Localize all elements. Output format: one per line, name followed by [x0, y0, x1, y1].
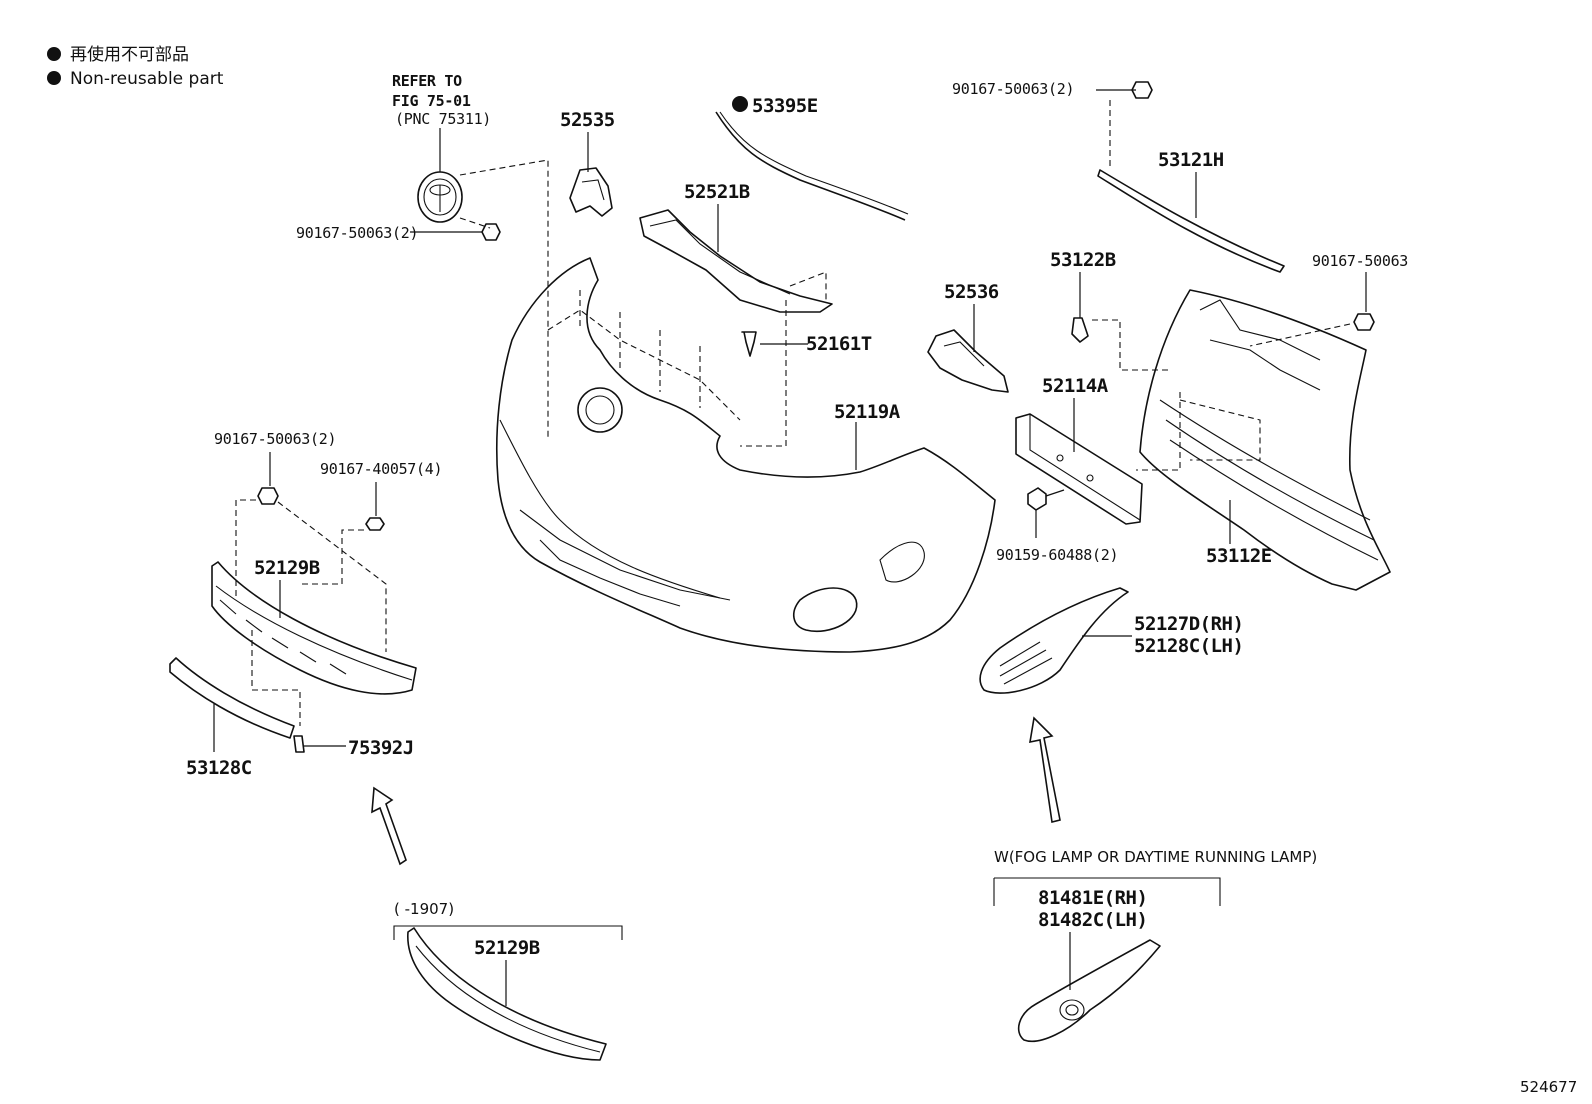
view-arrow-right-icon: [1029, 716, 1061, 823]
label-90167-50063-2-emblem: 90167-50063(2): [296, 224, 418, 242]
label-52127D: 52127D(RH): [1134, 613, 1243, 635]
grille-bar-52129B-lower: ( -1907) 52129B: [393, 900, 623, 1061]
refer-line-3: (PNC 75311): [395, 110, 491, 128]
fog-cover-52127D-52128C: 52127D(RH) 52128C(LH): [979, 587, 1244, 694]
view-arrow-left-icon: [371, 786, 407, 866]
non-reusable-dot-icon: [47, 47, 61, 61]
label-90167-50063-2-left: 90167-50063(2): [214, 430, 336, 448]
fog-lamp-group: W(FOG LAMP OR DAYTIME RUNNING LAMP) 8148…: [993, 848, 1317, 1043]
label-52536: 52536: [944, 281, 999, 303]
label-81482C: 81482C(LH): [1038, 909, 1147, 931]
label-53121H: 53121H: [1158, 149, 1224, 171]
label-90159-60488-2: 90159-60488(2): [996, 546, 1118, 564]
label-52129B-upper: 52129B: [254, 557, 320, 579]
clip-52161T: 52161T: [741, 331, 872, 357]
label-52114A: 52114A: [1042, 375, 1109, 397]
label-90167-50063-2-top: 90167-50063(2): [952, 80, 1074, 98]
bracket-52535: 52535: [560, 109, 615, 217]
refer-note: REFER TO FIG 75-01 (PNC 75311): [392, 72, 491, 128]
label-81481E: 81481E(RH): [1038, 887, 1147, 909]
legend: 再使用不可部品 Non-reusable part: [47, 44, 224, 89]
label-53395E: 53395E: [752, 95, 818, 117]
label-52521B: 52521B: [684, 181, 750, 203]
molding-53128C: 53128C: [169, 657, 295, 779]
molding-53121H: 53121H: [1097, 149, 1285, 273]
figure-id: 524677: [1520, 1078, 1577, 1096]
fastener-right: 90167-50063: [1249, 252, 1408, 347]
screw-90159-60488: 90159-60488(2): [996, 487, 1119, 564]
label-90167-40057-4: 90167-40057(4): [320, 460, 442, 478]
grille-bar-52129B-upper: 52129B: [211, 557, 417, 726]
label-52119A: 52119A: [834, 401, 901, 423]
label-75392J: 75392J: [348, 737, 414, 759]
fastener-left-40057: 90167-40057(4): [300, 460, 443, 585]
support-52521B: 52521B: [639, 181, 833, 447]
emblem-part: [417, 128, 549, 440]
label-52535: 52535: [560, 109, 615, 131]
fog-lamp-note: W(FOG LAMP OR DAYTIME RUNNING LAMP): [994, 848, 1317, 866]
non-reusable-dot-icon: [47, 71, 61, 85]
bracket-52536: 52536: [927, 281, 1009, 393]
label-52161T: 52161T: [806, 333, 872, 355]
license-bracket-52114A: 52114A: [1015, 375, 1143, 525]
legend-jp-text: 再使用不可部品: [70, 44, 189, 65]
non-reusable-dot-icon: [732, 96, 748, 112]
grille-53112E: 53112E: [1136, 289, 1391, 591]
label-90167-50063-right: 90167-50063: [1312, 252, 1408, 270]
label-52129B-lower: 52129B: [474, 937, 540, 959]
refer-line-2: FIG 75-01: [392, 92, 471, 110]
clip-75392J: 75392J: [293, 735, 414, 759]
date-range-note: ( -1907): [394, 900, 454, 918]
bumper-cover-52119A: 52119A: [496, 257, 996, 653]
fastener-left-50063: 90167-50063(2): [214, 430, 387, 652]
label-52128C: 52128C(LH): [1134, 635, 1243, 657]
legend-en-text: Non-reusable part: [70, 69, 224, 89]
label-53122B: 53122B: [1050, 249, 1116, 271]
refer-line-1: REFER TO: [392, 72, 462, 90]
label-53112E: 53112E: [1206, 545, 1272, 567]
emblem-clip: [410, 223, 501, 241]
fastener-top-right: 90167-50063(2): [952, 80, 1153, 166]
seal-53395E: 53395E: [715, 95, 909, 221]
label-53128C: 53128C: [186, 757, 252, 779]
clip-53122B: 53122B: [1050, 249, 1170, 371]
